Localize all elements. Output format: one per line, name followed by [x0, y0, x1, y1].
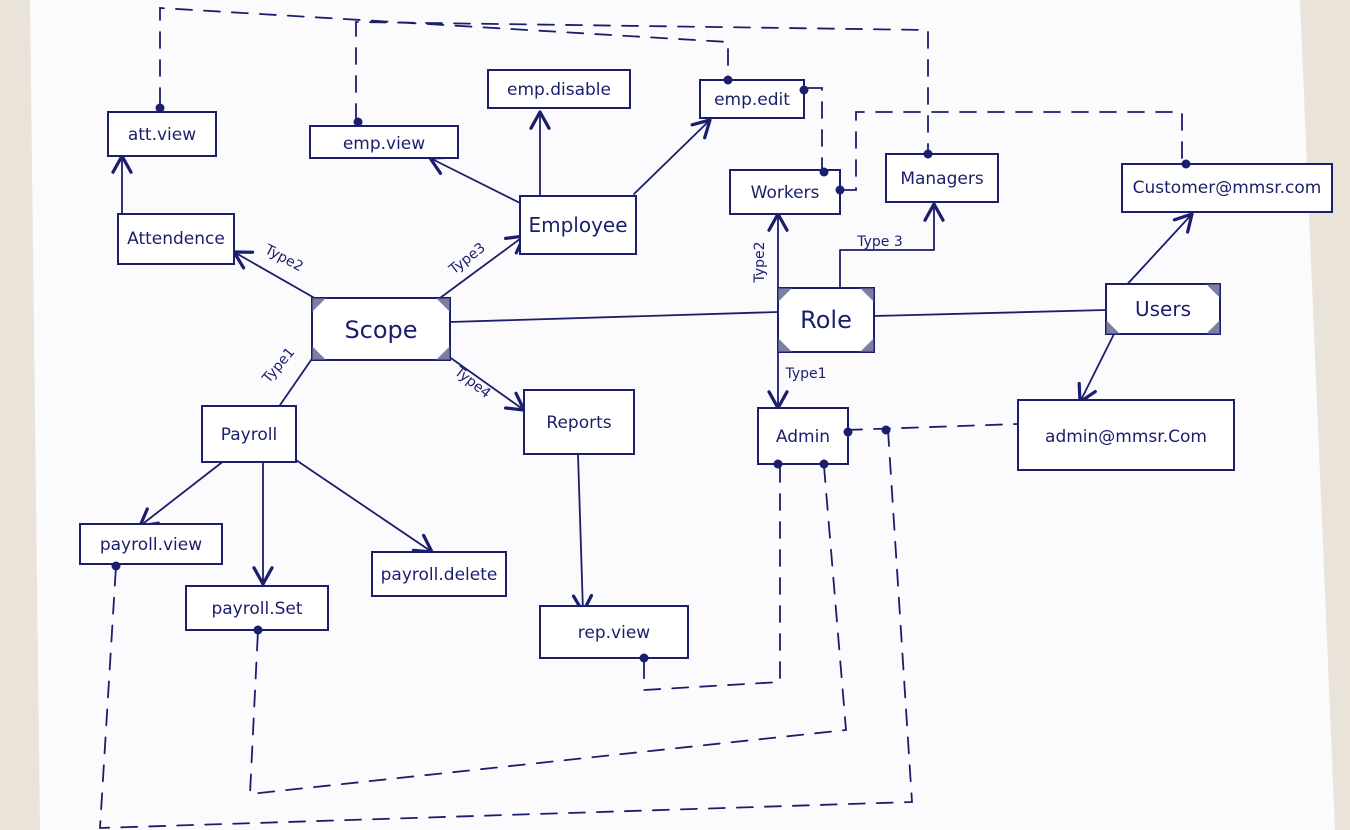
role-box: [777, 287, 875, 353]
users-label: Users: [1135, 297, 1191, 321]
dot-emp-edit-right: [799, 85, 809, 95]
emp-disable-label: emp.disable: [507, 80, 611, 100]
employee-label: Employee: [528, 213, 627, 237]
dash-empview-managers: [355, 21, 929, 155]
edge-users-customer: [1121, 212, 1194, 291]
dot-payroll-set: [253, 625, 263, 635]
dot-workers-top: [819, 167, 829, 177]
users-hatch-br: [1206, 320, 1220, 334]
customer-box: [1121, 163, 1333, 213]
edge-employee-empedit: [633, 118, 712, 195]
attendence-label: Attendence: [127, 229, 225, 249]
admin-box: [757, 407, 849, 465]
payroll-view-label: payroll.view: [100, 535, 202, 555]
edge-role-managers: [839, 202, 945, 291]
dash-admin-adminemail: [845, 423, 1019, 431]
node-boxes: [79, 69, 1333, 659]
dot-managers: [923, 149, 933, 159]
role-label: Role: [800, 306, 852, 334]
reports-box: [523, 389, 635, 455]
edge-reports-repview: [571, 453, 594, 614]
dot-att-view: [155, 103, 165, 113]
emp-view-label: emp.view: [343, 134, 425, 154]
dash-attview-empedit: [159, 7, 729, 105]
scope-hatch-tl: [312, 298, 326, 312]
edge-payroll-payrolldelete: [295, 459, 434, 554]
corner-hatches: [312, 284, 1220, 360]
edge-label-type1-admin: Type1: [784, 366, 826, 382]
scope-label: Scope: [344, 316, 417, 344]
users-hatch-tr: [1206, 284, 1220, 298]
edge-payroll-payrollview: [138, 459, 226, 528]
dot-emp-view: [353, 117, 363, 127]
edge-users-adminemail: [1077, 333, 1115, 404]
rep-view-box: [539, 605, 689, 659]
dash-adminemail-payrollview: [99, 429, 913, 829]
node-labels: att.view emp.view emp.disable emp.edit W…: [100, 80, 1322, 643]
users-hatch-bl: [1106, 320, 1120, 334]
dot-workers-right: [835, 185, 845, 195]
dot-admin-bottom-2: [819, 459, 829, 469]
payroll-delete-box: [371, 551, 507, 597]
dot-payroll-view: [111, 561, 121, 571]
edge-scope-attendence: [232, 250, 319, 301]
att-view-box: [107, 111, 217, 157]
role-hatch-bl: [778, 338, 792, 352]
edge-scope-reports: [447, 355, 526, 412]
scope-box: [311, 297, 451, 361]
payroll-set-box: [185, 585, 329, 631]
payroll-delete-label: payroll.delete: [381, 565, 498, 585]
edge-label-type2-workers: Type2: [752, 241, 768, 283]
payroll-set-label: payroll.Set: [211, 599, 302, 619]
emp-edit-box: [699, 79, 805, 119]
role-hatch-tr: [860, 288, 874, 302]
workers-label: Workers: [751, 183, 820, 203]
edge-scope-role: [449, 311, 779, 323]
edge-scope-employee: [439, 234, 526, 299]
scope-hatch-br: [436, 346, 450, 360]
scope-hatch-tr: [436, 298, 450, 312]
dot-admin-right-2: [881, 425, 891, 435]
customer-label: Customer@mmsr.com: [1133, 178, 1322, 198]
emp-view-box: [309, 125, 459, 159]
managers-box: [885, 153, 999, 203]
paper-sheet: [30, 0, 1335, 830]
employee-box: [519, 195, 637, 255]
dashed-links: [99, 7, 1183, 829]
role-hatch-tl: [778, 288, 792, 302]
reports-label: Reports: [546, 413, 611, 433]
payroll-label: Payroll: [221, 425, 277, 445]
dash-admin-repview: [643, 465, 781, 691]
emp-disable-box: [487, 69, 631, 109]
payroll-view-box: [79, 523, 223, 565]
role-hatch-br: [860, 338, 874, 352]
users-box: [1105, 283, 1221, 335]
edge-label-type3-managers: Type 3: [856, 234, 903, 250]
admin-email-box: [1017, 399, 1235, 471]
scope-hatch-bl: [312, 346, 326, 360]
solid-edges: [111, 110, 1194, 614]
admin-label: Admin: [776, 427, 830, 447]
att-view-label: att.view: [128, 125, 196, 145]
dot-customer: [1181, 159, 1191, 169]
dot-rep-view: [639, 653, 649, 663]
edge-employee-empview: [428, 155, 527, 207]
payroll-box: [201, 405, 297, 463]
admin-email-label: admin@mmsr.Com: [1045, 427, 1207, 447]
attendence-box: [117, 213, 235, 265]
managers-label: Managers: [900, 169, 984, 189]
rep-view-label: rep.view: [578, 623, 651, 643]
dot-emp-edit-top: [723, 75, 733, 85]
dash-empedit-workers: [807, 87, 823, 171]
connection-dots: [111, 75, 1191, 663]
dash-admin-payrollset: [249, 465, 847, 796]
edge-role-users: [873, 309, 1107, 317]
dot-admin-right: [843, 427, 853, 437]
emp-edit-label: emp.edit: [714, 90, 790, 110]
dash-workers-customer: [841, 111, 1183, 191]
dot-admin-bottom-1: [773, 459, 783, 469]
